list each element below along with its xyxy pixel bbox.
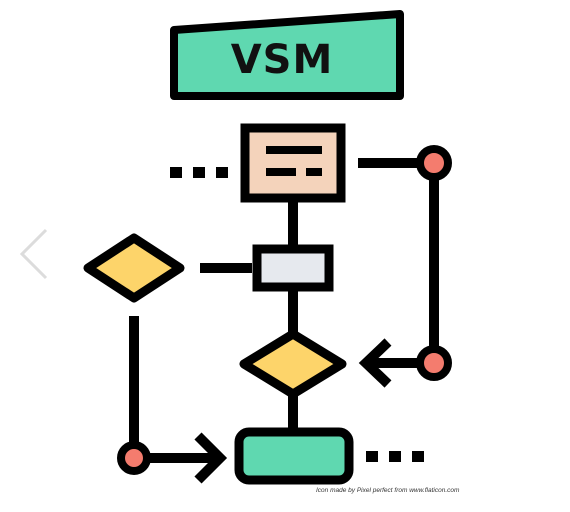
loop-bottom-dot: [416, 345, 452, 381]
terminal-arrowhead: [194, 432, 228, 484]
process-box: [240, 123, 346, 203]
left-decision-diamond: [83, 233, 185, 303]
terminal-box: [234, 427, 354, 485]
dashes-right-of-terminal: [366, 451, 424, 462]
loop-top-dot: [416, 145, 452, 181]
title-banner: [170, 10, 404, 100]
center-decision-diamond: [239, 329, 347, 399]
loop-arrowhead: [358, 338, 392, 388]
left-bottom-dot: [117, 441, 151, 475]
subprocess-box: [252, 244, 334, 292]
diagram-title: VSM: [230, 37, 334, 83]
chevron-left-icon[interactable]: [14, 226, 50, 282]
dashes-left-of-process: [170, 167, 228, 178]
icon-credit: Icon made by Pixel perfect from www.flat…: [316, 487, 460, 494]
